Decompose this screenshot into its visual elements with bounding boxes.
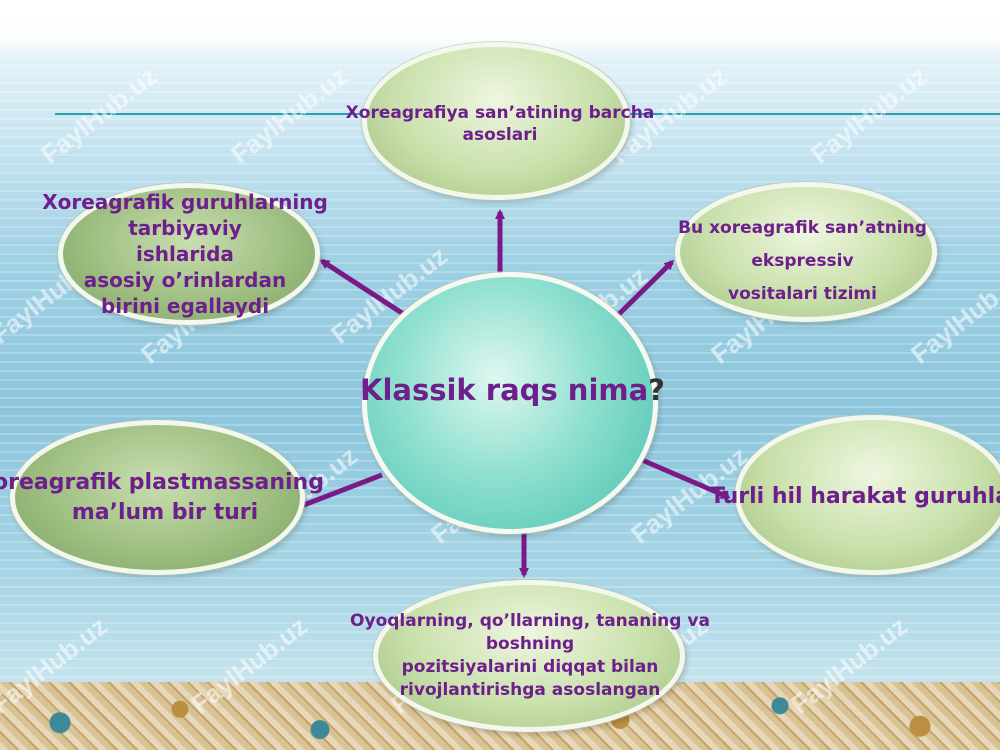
node-left-line-2: ma’lum bir turi: [71, 500, 259, 525]
node-right: [735, 415, 1000, 575]
node-bottom-line-3: pozitsiyalarini diqqat bilan: [401, 657, 659, 677]
node-bottom-line-2: boshning: [485, 634, 575, 654]
node-top-right-line-1: Bu xoreagrafik san’atning: [678, 218, 927, 238]
node-top-right-line-3: vositalari tizimi: [728, 284, 877, 304]
node-left-line-1: Xoreagrafik plastmassaning: [0, 470, 324, 495]
center-title: Klassik raqs nima?: [340, 372, 685, 408]
arrow-to-top-right: [616, 259, 675, 317]
node-left: [10, 420, 305, 575]
center-title-text: Klassik raqs nima: [359, 373, 649, 407]
node-top-left-line-4: asosiy o’rinlardan: [83, 268, 287, 292]
node-right-text: Turli hil harakat guruhlari: [710, 484, 1000, 509]
node-top-left-line-2: tarbiyaviy: [128, 216, 242, 240]
node-top: [362, 42, 630, 200]
node-top-left-line-5: birini egallaydi: [100, 294, 270, 318]
node-center: [362, 272, 658, 534]
node-top-right-line-2: ekspressiv: [751, 251, 854, 271]
arrow-to-right: [641, 457, 731, 500]
node-right-label: Turli hil harakat guruhlari: [710, 483, 1000, 511]
node-top-left-label: Xoreagrafik guruhlarning tarbiyaviy ishl…: [35, 189, 335, 319]
node-bottom: [373, 580, 685, 732]
node-bottom-label: Oyoqlarning, qo’llarning, tananing va bo…: [340, 610, 720, 702]
node-top-text: Xoreagrafiya san’atining barcha asoslari: [345, 103, 655, 145]
arrow-to-top-left: [319, 258, 407, 318]
node-top-left-line-1: Xoreagrafik guruhlarning: [42, 190, 328, 214]
arrow-to-left: [293, 472, 383, 511]
node-top-right-label: Bu xoreagrafik san’atning ekspressiv vos…: [665, 212, 940, 311]
center-question-mark: ?: [648, 373, 665, 407]
node-top-right: [675, 182, 937, 322]
node-left-label: Xoreagrafik plastmassaning ma’lum bir tu…: [0, 468, 330, 528]
node-bottom-line-1: Oyoqlarning, qo’llarning, tananing va: [350, 611, 710, 631]
node-top-left-line-3: ishlarida: [136, 242, 234, 266]
node-top-label: Xoreagrafiya san’atining barcha asoslari: [330, 102, 670, 146]
node-top-left: [58, 183, 320, 325]
node-bottom-line-4: rivojlantirishga asoslangan: [399, 680, 661, 700]
